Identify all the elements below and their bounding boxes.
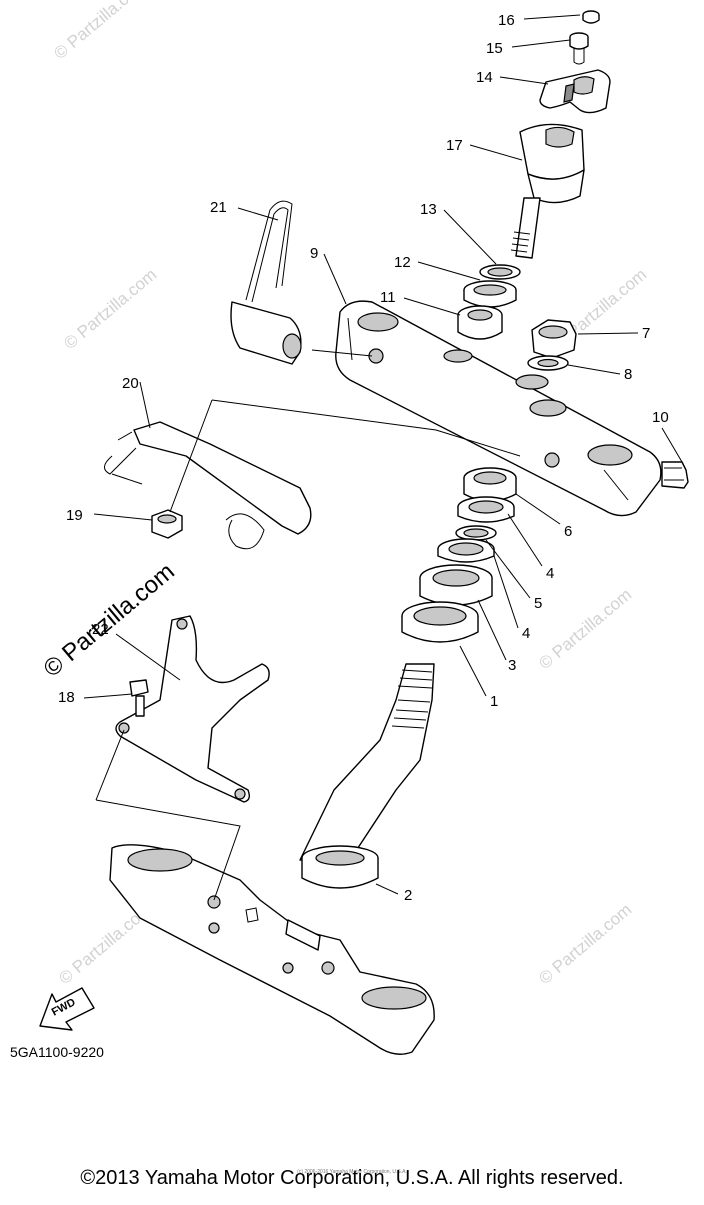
- callout-20: 21: [210, 199, 227, 216]
- callout-1: 1: [490, 693, 498, 710]
- connector-lines: [95, 349, 521, 901]
- callout-13: 13: [420, 201, 437, 218]
- callout-9: 9: [310, 245, 318, 262]
- callout-6: 6: [564, 523, 572, 540]
- callout-11: 11: [380, 289, 396, 306]
- watermark: © Partzilla.com: [535, 900, 635, 988]
- upper-bearings: [457, 264, 521, 340]
- handlebar-holder-stack: [510, 10, 611, 259]
- callout-15: 15: [486, 40, 503, 57]
- callout-18: 19: [66, 507, 83, 524]
- steering-stem: [299, 663, 435, 889]
- callout-10: 10: [652, 409, 669, 426]
- callout-12: 12: [394, 254, 411, 271]
- fwd-arrow-icon: FWD: [39, 987, 95, 1031]
- callout-3: 3: [508, 657, 516, 674]
- watermark: © Partzilla.com: [60, 265, 160, 353]
- callout-22: 18: [58, 689, 75, 706]
- callout-5: 5: [534, 595, 542, 612]
- callout-8: 8: [624, 366, 632, 383]
- callout-4a: 4: [546, 565, 554, 582]
- fine-print: (c) 2006-2016 Yamaha Motor Corporation, …: [297, 1169, 407, 1175]
- copyright-notice: ©2013 Yamaha Motor Corporation, U.S.A. A…: [80, 1167, 624, 1189]
- bearing-stack: [401, 467, 517, 643]
- diagram-code: 5GA1100-9220: [10, 1044, 104, 1060]
- watermark: © Partzilla.com: [50, 0, 150, 63]
- leader-lines: [83, 14, 683, 895]
- callout-21: 22: [92, 621, 109, 638]
- upper-bracket: [335, 300, 662, 517]
- watermark-large: © Partzilla.com: [39, 558, 180, 683]
- small-nut: [151, 509, 183, 539]
- callout-2a: 2: [404, 887, 412, 904]
- callout-4b: 4: [522, 625, 530, 642]
- watermark: © Partzilla.com: [535, 585, 635, 673]
- callout-7: 7: [642, 325, 650, 342]
- plate-part: [104, 421, 312, 550]
- stay-bracket: [115, 615, 270, 803]
- clip-part: [230, 200, 302, 365]
- callout-14: 14: [476, 69, 493, 86]
- callout-16: 16: [498, 12, 515, 29]
- callout-19: 20: [122, 375, 139, 392]
- nut-washer-bolt: [527, 319, 689, 489]
- callout-17: 17: [446, 137, 463, 154]
- callout-labels: 16 15 14 17 21 9 13 12 11 7 8 10 6 4 5 4…: [58, 12, 669, 904]
- lower-bracket: [109, 844, 435, 1055]
